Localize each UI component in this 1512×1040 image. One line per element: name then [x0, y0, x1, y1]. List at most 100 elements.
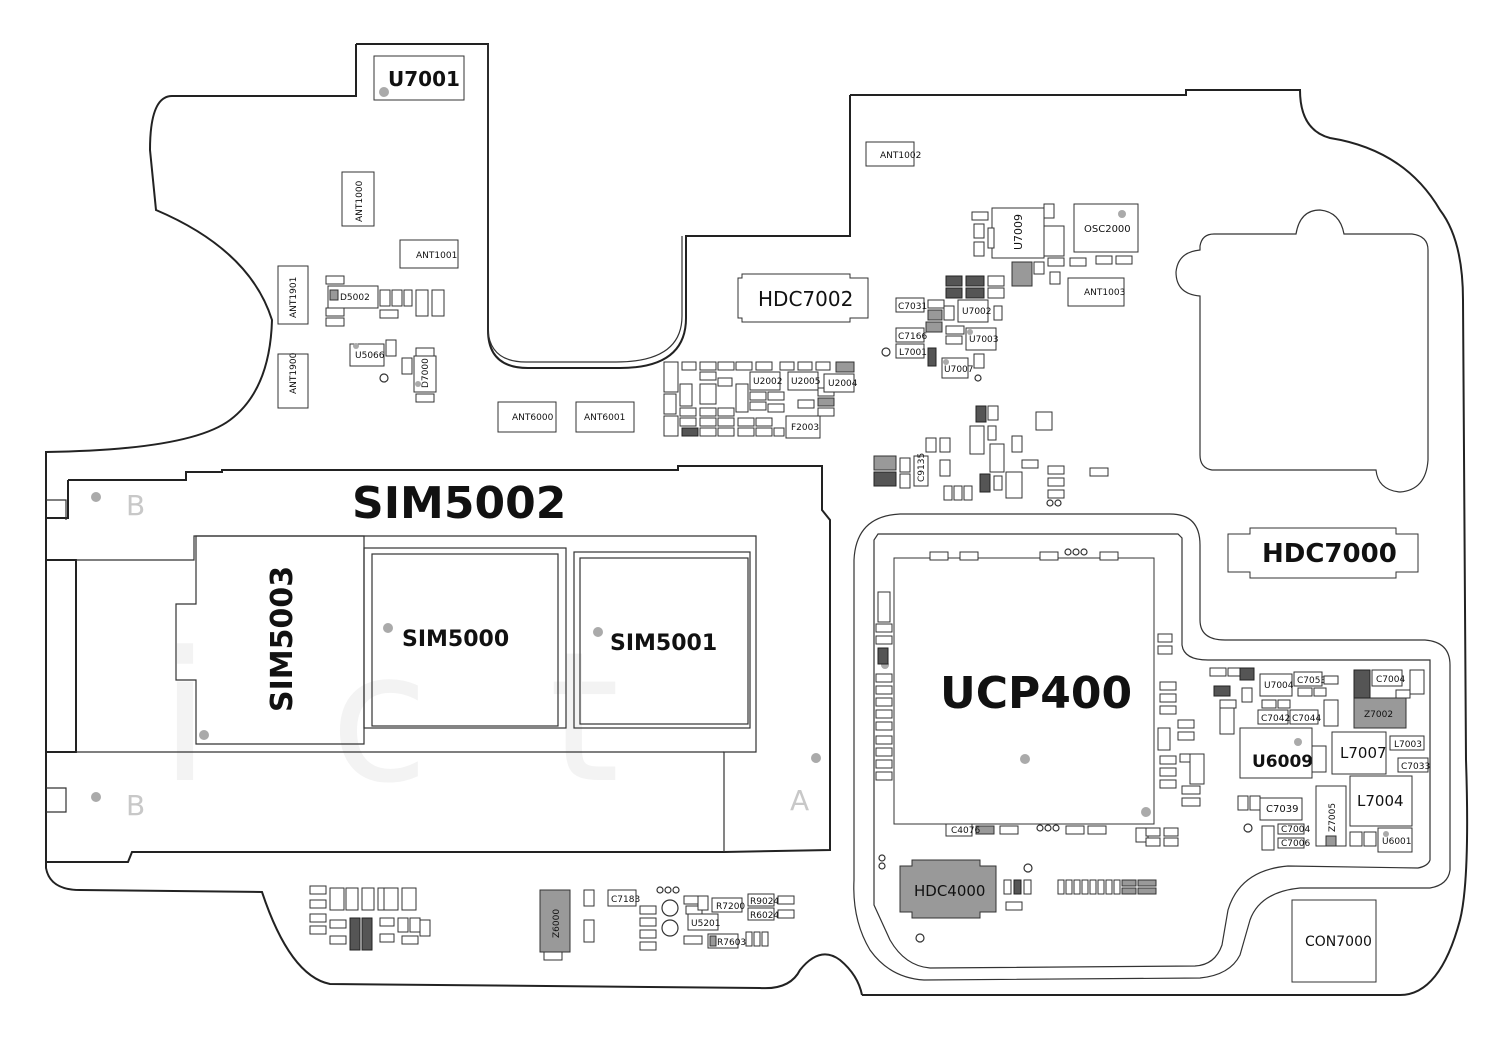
d5002[interactable] — [327, 285, 379, 309]
u2005-label: U2005 — [791, 377, 821, 387]
z7002-label: Z7002 — [1364, 710, 1393, 720]
r6024-label: R6024 — [750, 911, 779, 921]
ant1001[interactable] — [399, 239, 459, 269]
watermark: ict — [160, 614, 740, 823]
c7004[interactable] — [1371, 669, 1403, 687]
hdc7000-label: HDC7000 — [1262, 539, 1397, 569]
c7166-label: C7166 — [898, 332, 927, 342]
board-outline-right — [850, 89, 1469, 996]
u7007-label: U7007 — [944, 365, 974, 375]
camera-cutout — [1175, 209, 1429, 493]
u5201[interactable] — [687, 913, 719, 931]
c7183[interactable] — [607, 889, 637, 907]
sim5001-label[interactable]: SIM5001 — [610, 631, 717, 656]
ant1000-label: ANT1000 — [355, 180, 365, 222]
r7603-label: R7603 — [717, 938, 746, 948]
d5002-passives — [325, 275, 445, 403]
r7200[interactable] — [711, 897, 743, 913]
sim5000-label[interactable]: SIM5000 — [402, 627, 509, 652]
l7004-label: L7004 — [1357, 792, 1404, 810]
ant1002[interactable] — [865, 141, 915, 167]
u7009[interactable] — [991, 207, 1045, 259]
r9024[interactable] — [747, 893, 775, 907]
r6024[interactable] — [747, 907, 775, 921]
board-outline-left — [45, 43, 863, 996]
u5066-label: U5066 — [355, 351, 385, 361]
con7000-label: CON7000 — [1305, 934, 1372, 950]
side-letter-b-bottom: B — [126, 789, 145, 822]
sim5000-outline — [363, 547, 567, 729]
ant6001[interactable] — [575, 401, 635, 433]
z7005-label: Z7005 — [1328, 803, 1338, 832]
u7004-label: U7004 — [1264, 681, 1294, 691]
u2002[interactable] — [749, 371, 781, 391]
hdc4000[interactable] — [899, 859, 997, 919]
u7003[interactable] — [965, 327, 997, 351]
ant6000[interactable] — [497, 401, 557, 433]
ucp-right-passives — [1157, 633, 1197, 789]
side-letter-a: A — [790, 784, 809, 817]
u7001[interactable] — [373, 55, 465, 101]
con7000[interactable] — [1291, 899, 1377, 983]
c7042[interactable] — [1257, 709, 1289, 725]
u7002-passives — [881, 275, 1005, 382]
c7053[interactable] — [1293, 671, 1323, 687]
ant1001-label: ANT1001 — [416, 251, 457, 261]
u2005[interactable] — [787, 371, 819, 391]
mid-cluster — [873, 405, 1109, 507]
z7002[interactable] — [1353, 697, 1407, 729]
u2002-label: U2002 — [753, 377, 783, 387]
top-right-passives — [971, 203, 1133, 287]
passive-array-bottom — [1057, 879, 1157, 895]
z6000-label: Z6000 — [552, 909, 562, 938]
z6000[interactable] — [539, 889, 571, 953]
hdc4000-passives — [878, 854, 1033, 943]
c7033[interactable] — [1397, 757, 1429, 773]
u7001-label: U7001 — [388, 67, 460, 91]
ant1000[interactable] — [341, 171, 375, 227]
u6009-label: U6009 — [1252, 752, 1313, 772]
c7044[interactable] — [1289, 709, 1319, 725]
l7004[interactable] — [1349, 775, 1413, 827]
u7003-label: U7003 — [969, 335, 999, 345]
u6009[interactable] — [1239, 727, 1313, 779]
ant1900[interactable] — [277, 353, 309, 409]
l7001-label: L7001 — [899, 348, 927, 358]
l7003-label: L7003 — [1394, 740, 1422, 750]
osc2000-label: OSC2000 — [1084, 224, 1131, 235]
ant1003[interactable] — [1067, 277, 1125, 307]
side-letter-b-top: B — [126, 489, 145, 522]
c7004b-label: C7004 — [1281, 825, 1310, 835]
sim5002-label[interactable]: SIM5002 — [352, 478, 566, 529]
hdc4000-label: HDC4000 — [914, 882, 985, 900]
f2003[interactable] — [785, 415, 821, 439]
ucp400[interactable] — [893, 557, 1155, 825]
l7007-label: L7007 — [1340, 744, 1387, 762]
u6001[interactable] — [1377, 827, 1413, 853]
sim-tray-outline — [46, 465, 831, 863]
u5066[interactable] — [349, 343, 385, 367]
osc2000[interactable] — [1073, 203, 1139, 253]
l7001[interactable] — [895, 343, 925, 359]
c7031[interactable] — [895, 297, 925, 313]
d7000-label: D7000 — [421, 358, 431, 388]
l7007[interactable] — [1331, 731, 1387, 775]
hdc7002[interactable] — [737, 273, 869, 323]
u2004[interactable] — [823, 373, 855, 393]
c7004-label: C7004 — [1376, 675, 1405, 685]
u2004-label: U2004 — [828, 379, 858, 389]
f2003-label: F2003 — [791, 423, 819, 433]
c7166[interactable] — [895, 327, 925, 343]
ant1003-label: ANT1003 — [1084, 288, 1125, 298]
u7004[interactable] — [1259, 673, 1293, 697]
ant1901[interactable] — [277, 265, 309, 325]
c7042-label: C7042 — [1261, 714, 1290, 724]
ucp-bottom-passives — [945, 823, 1179, 847]
hdc7000[interactable] — [1227, 527, 1419, 579]
hdc7002-label: HDC7002 — [758, 287, 853, 311]
ucp-shield-outer — [853, 513, 1451, 981]
l7003[interactable] — [1389, 735, 1425, 751]
r9024-label: R9024 — [750, 897, 779, 907]
u7002[interactable] — [957, 299, 989, 323]
sim5003-label[interactable]: SIM5003 — [265, 566, 300, 712]
